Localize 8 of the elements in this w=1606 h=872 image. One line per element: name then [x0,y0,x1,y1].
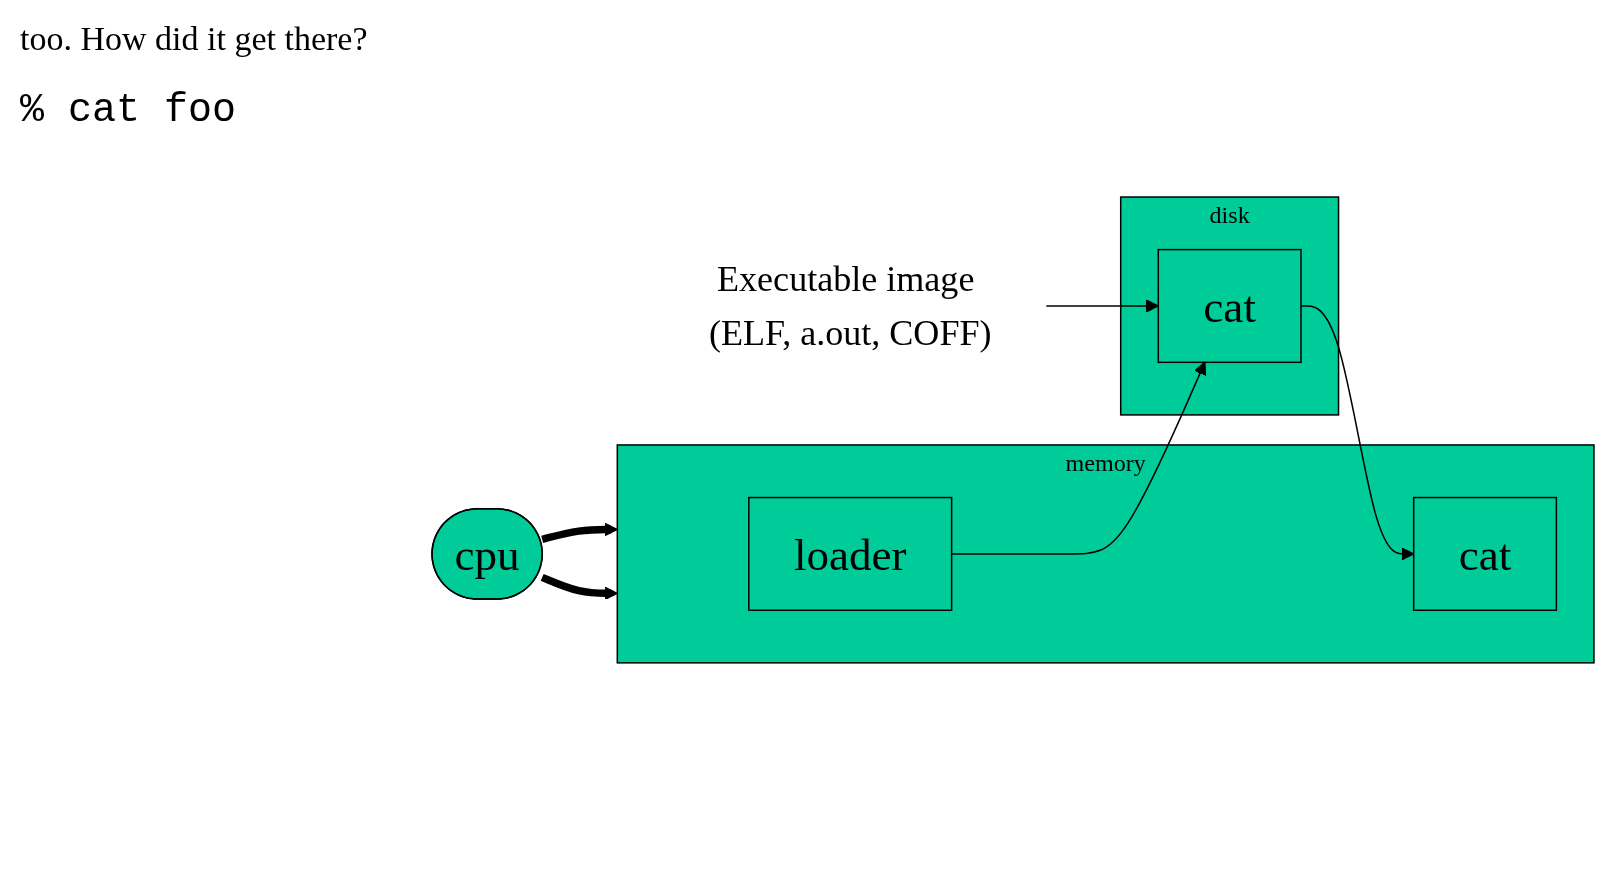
caption-text: too. How did it get there? [20,20,369,58]
command-text: % cat foo [20,88,238,133]
node-text: Executable image (ELF, a.out, COFF) [708,259,992,353]
arrow [541,522,618,544]
node-box: cat [1412,496,1558,612]
node-box: loader [748,496,953,612]
arrow [540,573,618,601]
node-box: cat [1157,248,1302,364]
